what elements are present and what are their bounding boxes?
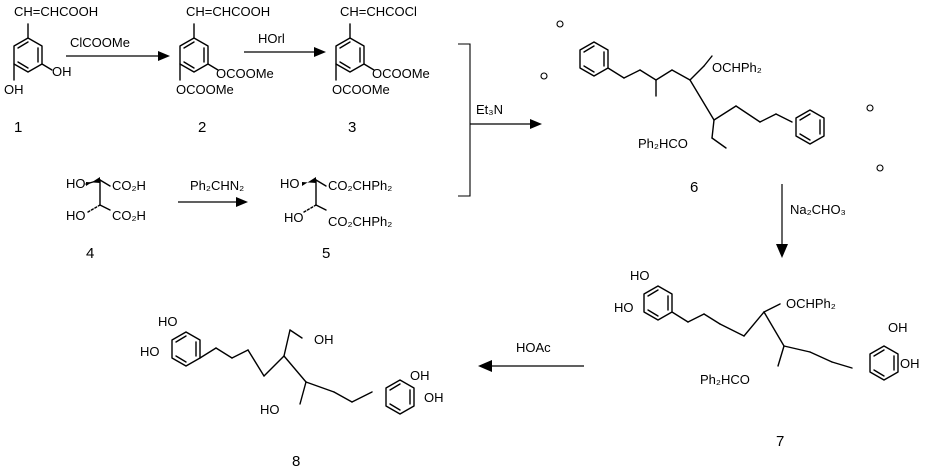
- combining-bracket: Et₃N: [458, 43, 542, 197]
- reagent-step5: Na₂CHO₃: [790, 202, 846, 217]
- reaction-arrow-5: Na₂CHO₃: [776, 184, 846, 258]
- c8-oh-a: HO: [158, 314, 178, 329]
- c7-number: 7: [776, 433, 784, 450]
- c5-ester-top: CO₂CHPh₂: [328, 178, 392, 193]
- c3-ester-right: OCOOMe: [372, 66, 430, 81]
- c6-ester-left: Ph₂HCO: [638, 136, 688, 151]
- compound-1: CH=CHCOOH OH OH 1: [4, 4, 98, 136]
- reagent-step4: Ph₂CHN₂: [190, 178, 244, 193]
- c6-number: 6: [690, 179, 698, 196]
- c4-acid-bottom: CO₂H: [112, 208, 146, 223]
- c8-acid-b: HO: [260, 402, 280, 417]
- c4-ho-top: HO: [66, 176, 86, 191]
- c1-substituent-top: CH=CHCOOH: [14, 4, 98, 19]
- compound-2: CH=CHCOOH OCOOMe OCOOMe 2: [176, 4, 274, 136]
- c8-oh-c: OH: [410, 368, 430, 383]
- compound-8: HO HO OH HO OH OH 8: [140, 314, 444, 470]
- c7-oh-d: OH: [900, 356, 920, 371]
- c3-number: 3: [348, 119, 356, 136]
- c5-ho-top: HO: [280, 176, 300, 191]
- reaction-arrow-6: HOAc: [478, 340, 584, 372]
- c2-ester-bottom: OCOOMe: [176, 82, 234, 97]
- c4-ho-bottom: HO: [66, 208, 86, 223]
- c7-ester-left: Ph₂HCO: [700, 372, 750, 387]
- c7-oh-c: OH: [888, 320, 908, 335]
- c2-substituent-top: CH=CHCOOH: [186, 4, 270, 19]
- reagent-step6: HOAc: [516, 340, 551, 355]
- reaction-arrow-4: Ph₂CHN₂: [178, 178, 248, 207]
- c7-oh-a: HO: [630, 268, 650, 283]
- compound-3: CH=CHCOCl OCOOMe OCOOMe 3: [332, 4, 430, 136]
- c5-ester-bottom: CO₂CHPh₂: [328, 214, 392, 229]
- c8-number: 8: [292, 453, 300, 470]
- c2-ester-right: OCOOMe: [216, 66, 274, 81]
- c4-acid-top: CO₂H: [112, 178, 146, 193]
- c3-substituent-top: CH=CHCOCl: [340, 4, 417, 19]
- c8-oh-d: OH: [424, 390, 444, 405]
- compound-7: HO HO OH OH OCHPh₂ Ph₂HCO 7: [614, 268, 920, 450]
- c7-oh-b: HO: [614, 300, 634, 315]
- c1-oh-bottom: OH: [4, 82, 24, 97]
- reaction-arrow-2: HOrl: [244, 31, 326, 57]
- c6-ester-right: OCHPh₂: [712, 60, 762, 75]
- c2-number: 2: [198, 119, 206, 136]
- reaction-arrow-1: ClCOOMe: [66, 35, 170, 61]
- compound-6: OCHPh₂ Ph₂HCO 6: [540, 20, 884, 196]
- c5-ho-bottom: HO: [284, 210, 304, 225]
- c1-number: 1: [14, 119, 22, 136]
- compound-4: HO CO₂H HO CO₂H 4: [66, 176, 146, 262]
- compound-5: HO CO₂CHPh₂ HO CO₂CHPh₂ 5: [280, 176, 392, 262]
- reagent-step3: Et₃N: [476, 102, 503, 117]
- c8-oh-b: HO: [140, 344, 160, 359]
- c4-number: 4: [86, 245, 94, 262]
- c8-acid-a: OH: [314, 332, 334, 347]
- reagent-step2: HOrl: [258, 31, 285, 46]
- c1-oh-right: OH: [52, 64, 72, 79]
- c3-ester-bottom: OCOOMe: [332, 82, 390, 97]
- c7-ester-right: OCHPh₂: [786, 296, 836, 311]
- reagent-step1: ClCOOMe: [70, 35, 130, 50]
- c5-number: 5: [322, 245, 330, 262]
